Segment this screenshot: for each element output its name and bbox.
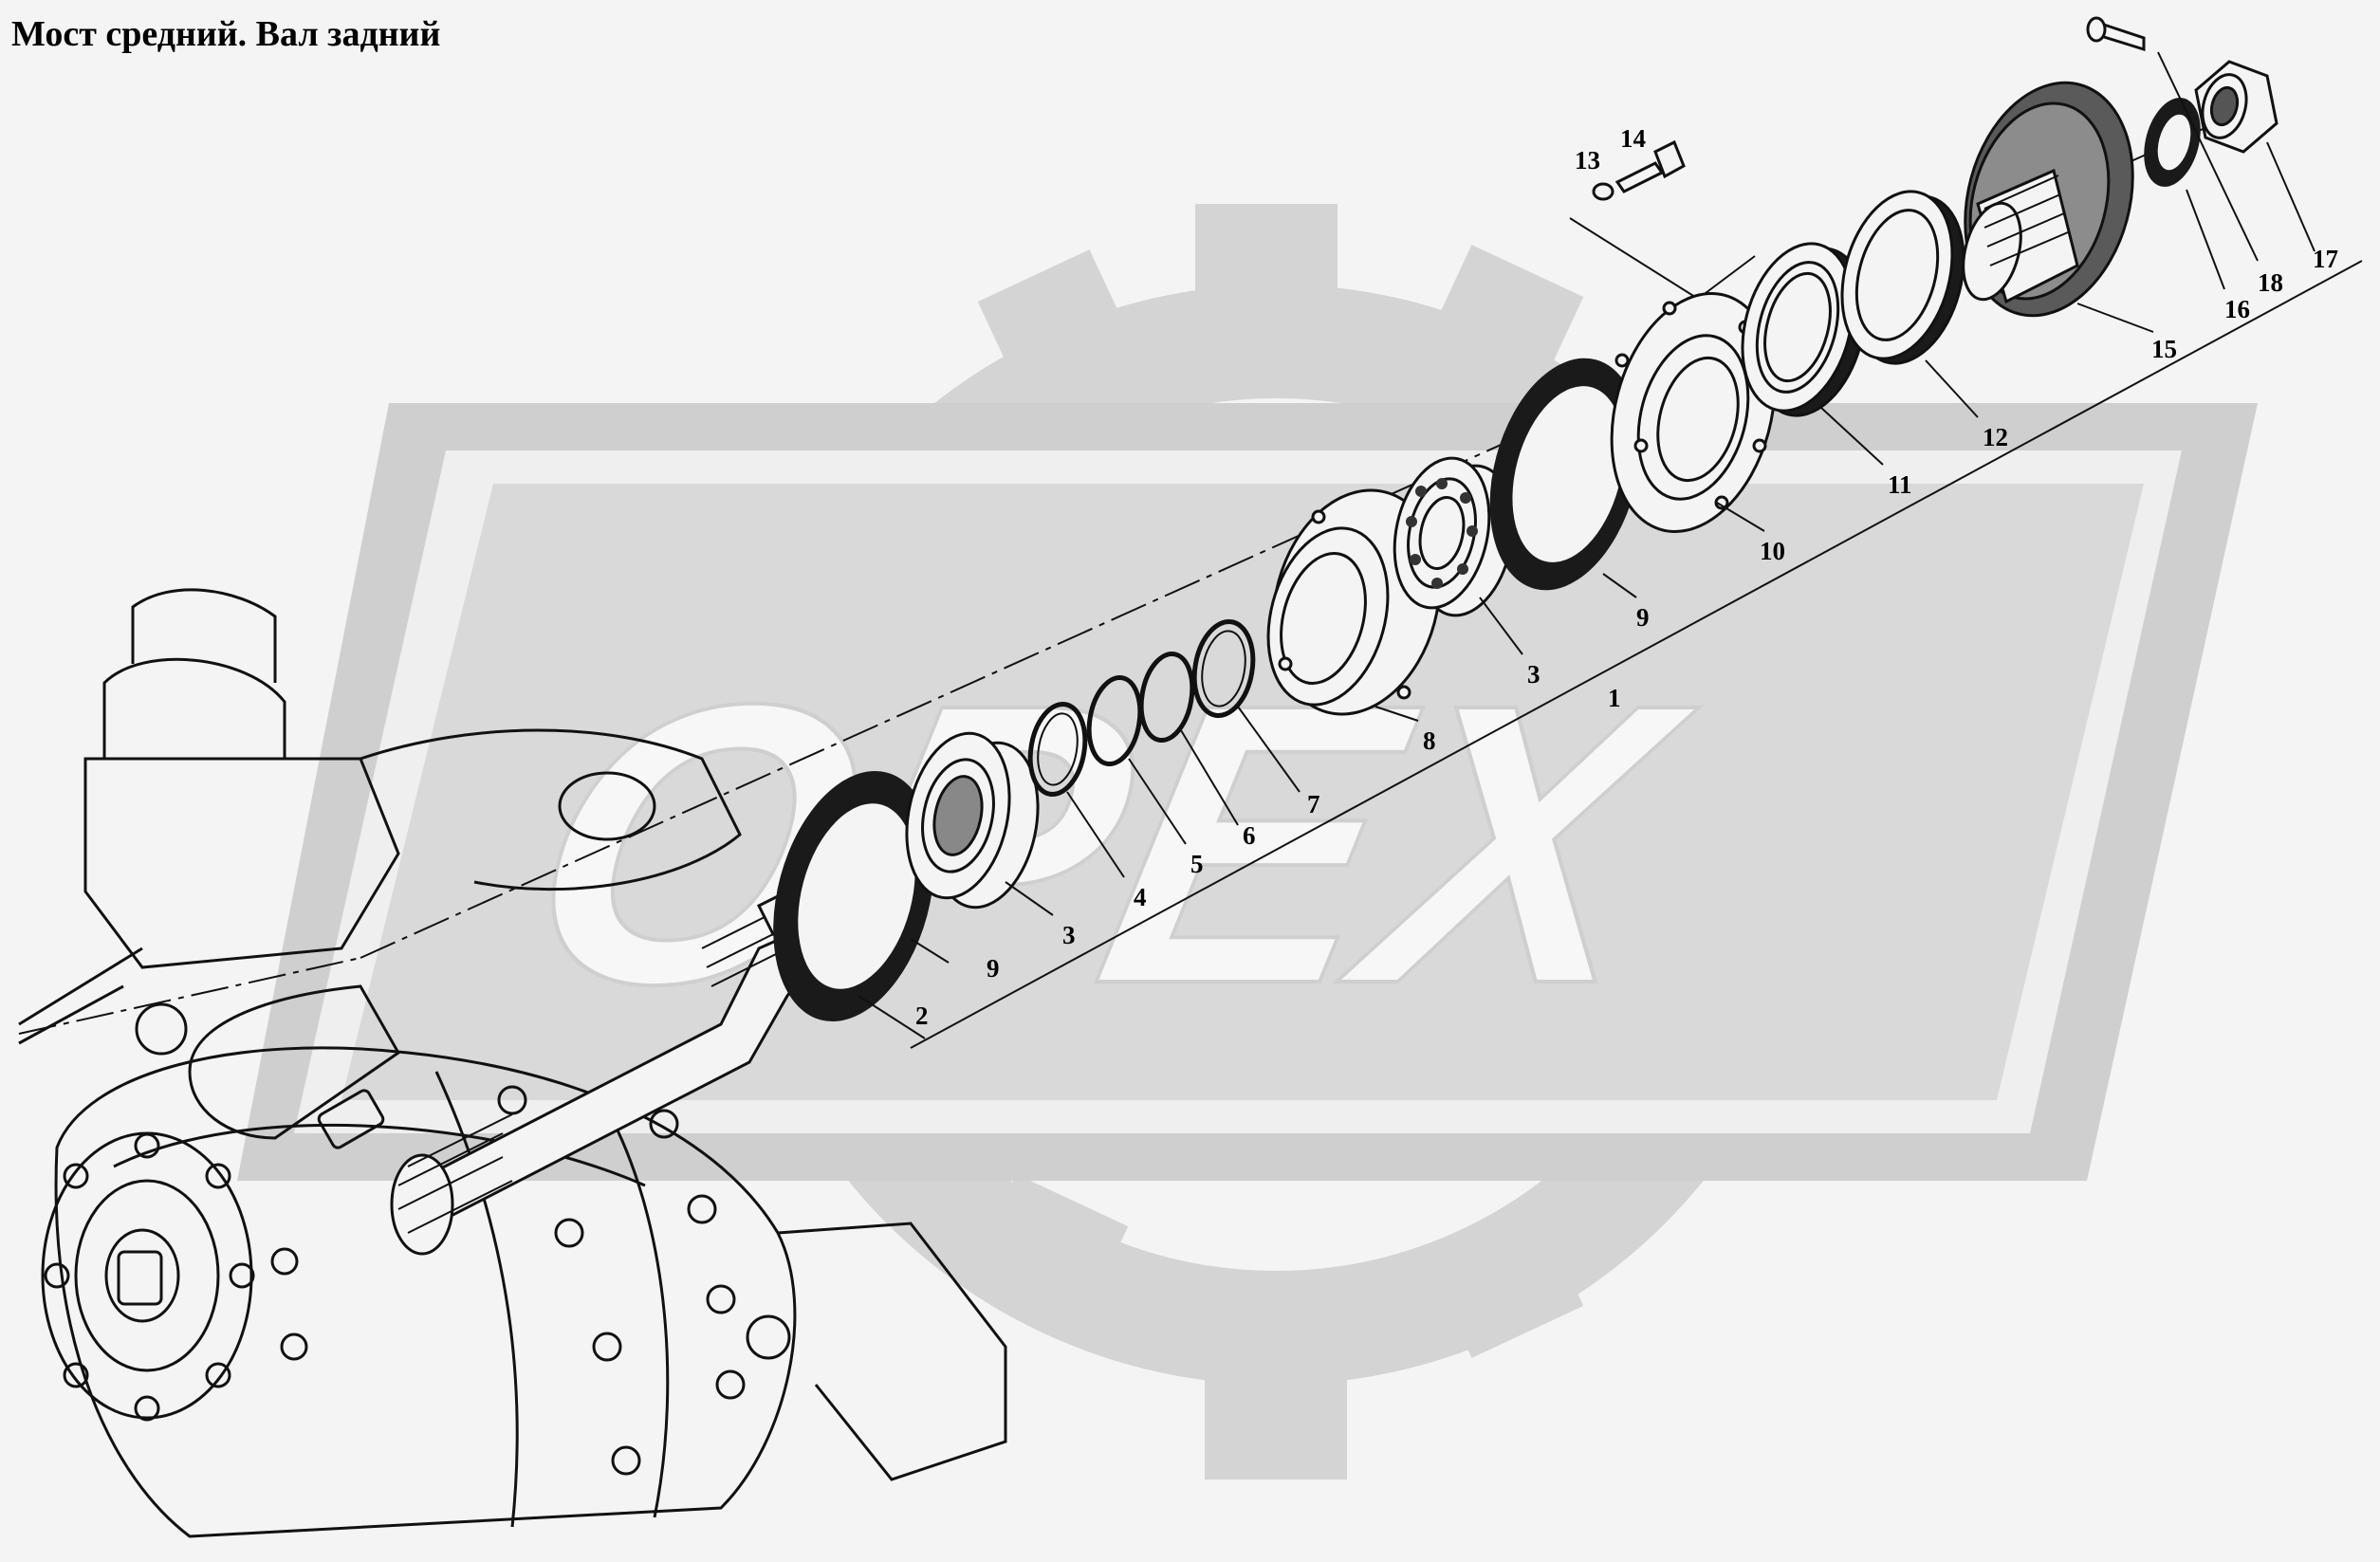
callout-3-right: 3 [1527, 660, 1541, 689]
callout-10: 10 [1760, 537, 1785, 565]
callout-11: 11 [1888, 470, 1912, 499]
axle-housing [18, 588, 1007, 1538]
bearing-3-right [1393, 456, 1515, 617]
ring-7 [1191, 618, 1256, 719]
washer-13 [1592, 182, 1614, 201]
callout-1: 1 [1608, 684, 1621, 712]
page-title: Мост средний. Вал задний [11, 14, 441, 54]
cotter-pin-18 [2086, 16, 2146, 52]
ring-6 [1138, 651, 1195, 744]
callout-4: 4 [1134, 883, 1147, 911]
castle-nut-17 [2194, 60, 2279, 154]
callout-6: 6 [1243, 821, 1256, 850]
callout-18: 18 [2258, 268, 2283, 297]
callout-17: 17 [2313, 245, 2338, 273]
gasket-9-right [1489, 358, 1641, 591]
cover-10 [1610, 292, 1777, 533]
ring-5 [1086, 674, 1143, 767]
callout-7: 7 [1307, 790, 1320, 818]
callout-9-left: 9 [987, 954, 1000, 983]
callout-15: 15 [2151, 335, 2177, 363]
callout-9-right: 9 [1636, 603, 1650, 632]
watermark-text: OPEX [495, 622, 1717, 1067]
callout-12: 12 [1983, 423, 2008, 451]
callout-2: 2 [915, 1002, 929, 1030]
callout-3-left: 3 [1062, 921, 1076, 949]
ring-4 [1027, 701, 1088, 798]
callouts: 1 2 3 3 4 5 6 7 8 9 9 10 11 12 13 14 15 … [915, 124, 2338, 1030]
callout-16: 16 [2224, 295, 2250, 323]
lock-washer-16 [2144, 98, 2201, 187]
callout-8: 8 [1423, 726, 1436, 755]
callout-5: 5 [1190, 850, 1204, 878]
bolt-14 [1614, 139, 1686, 193]
callout-14: 14 [1620, 124, 1646, 153]
leader-lines [858, 51, 2315, 1039]
seal-12 [1840, 190, 1965, 365]
callout-13: 13 [1575, 146, 1600, 175]
gasket-9-left [773, 770, 934, 1022]
bearing-3-left [905, 731, 1040, 910]
flange-15 [1962, 81, 2134, 318]
